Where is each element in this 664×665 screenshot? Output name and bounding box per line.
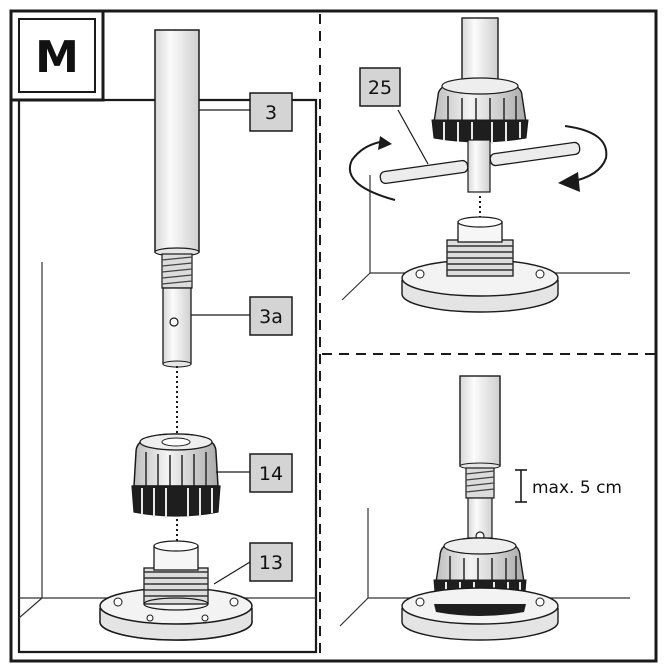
callout-25: 25 [359,67,401,107]
rotation-arrow-left [348,141,396,201]
threaded-rod [161,253,193,368]
bottom-right-panel: max. 5 cm [339,375,630,641]
floor-base [99,540,253,641]
outer-frame [9,9,658,663]
adjuster-knob [131,433,221,518]
top-right-panel [341,17,630,313]
leg-tube [154,29,200,257]
callout-14-label: 14 [259,463,283,485]
step-label: M [35,32,79,83]
measurement-bracket: max. 5 cm [515,469,622,503]
knob-top-right [431,77,529,144]
callout-3-label: 3 [265,102,277,124]
callout-25-label: 25 [368,77,392,99]
left-panel [18,29,316,641]
base-top-right [401,216,559,313]
callout-13-label: 13 [259,552,283,574]
callout-13: 13 [249,542,293,582]
measurement-label: max. 5 cm [532,478,622,498]
step-label-box: M [9,9,105,102]
wrench-tool [379,141,581,185]
callout-3: 3 [249,92,293,132]
callout-14: 14 [249,453,293,493]
base-bottom-right [401,587,559,641]
callout-3a: 3a [249,296,293,336]
callout-3a-label: 3a [259,306,283,328]
rotation-arrow-right [564,125,608,183]
